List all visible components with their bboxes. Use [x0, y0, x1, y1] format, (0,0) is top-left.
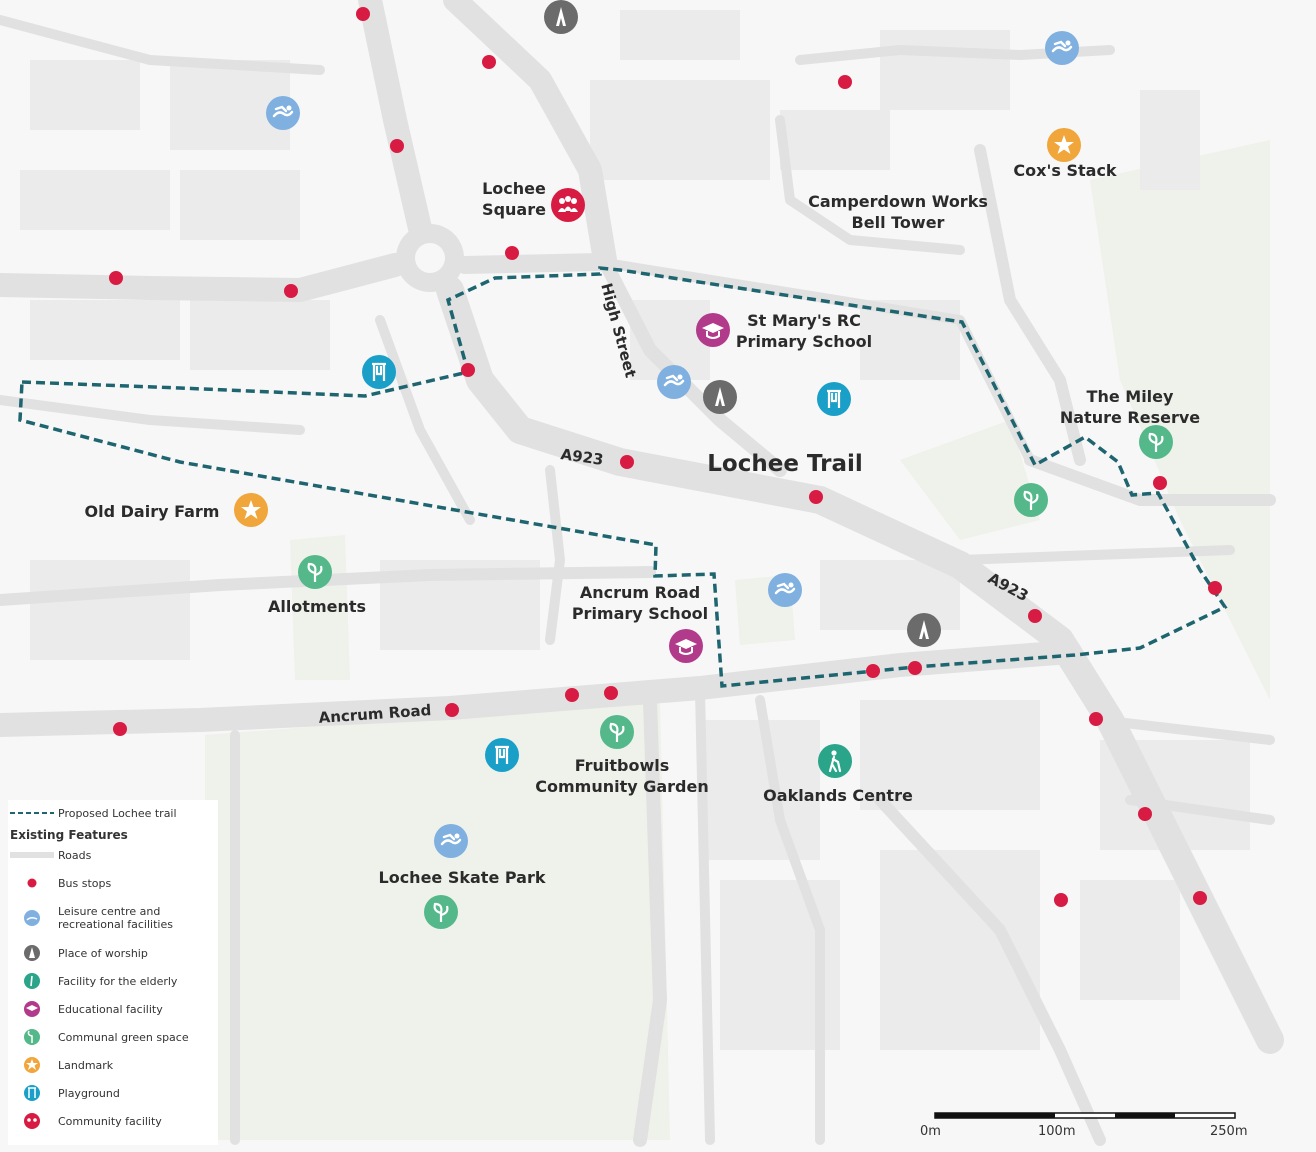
bus-stop[interactable]: [908, 661, 922, 675]
label-coxs-stack: Cox's Stack: [1013, 161, 1117, 180]
landmark-icon[interactable]: [1047, 128, 1081, 162]
proposed-trail: [18, 266, 1228, 688]
bus-stop[interactable]: [1153, 476, 1167, 490]
scale-bar: 0m 100m 250m: [920, 1110, 1247, 1150]
bus-stop[interactable]: [109, 271, 123, 285]
bus-stop[interactable]: [838, 75, 852, 89]
green-space-icon[interactable]: [600, 715, 634, 749]
elderly-icon[interactable]: [818, 744, 852, 778]
leisure-icon[interactable]: [266, 96, 300, 130]
bus-stop[interactable]: [1208, 581, 1222, 595]
leisure-icon[interactable]: [657, 365, 691, 399]
worship-icon[interactable]: [703, 380, 737, 414]
leisure-icon[interactable]: [768, 573, 802, 607]
bus-stop[interactable]: [1089, 712, 1103, 726]
bus-stop[interactable]: [445, 703, 459, 717]
scale-start: 0m: [920, 1124, 941, 1139]
bus-stop[interactable]: [113, 722, 127, 736]
scale-mid: 100m: [1038, 1124, 1076, 1139]
green-space-icon[interactable]: [298, 555, 332, 589]
bus-stop[interactable]: [1054, 893, 1068, 907]
bus-stop[interactable]: [1138, 807, 1152, 821]
legend-trail: Proposed Lochee trail: [10, 806, 177, 820]
legend-roads: Roads: [10, 848, 92, 862]
green-space-icon[interactable]: [1139, 425, 1173, 459]
legend-education: Educational facility: [8, 999, 163, 1019]
scale-end: 250m: [1210, 1124, 1248, 1139]
label-skate-park: Lochee Skate Park: [378, 868, 546, 887]
bus-stop[interactable]: [390, 139, 404, 153]
education-icon[interactable]: [669, 629, 703, 663]
bus-stop[interactable]: [620, 455, 634, 469]
bus-stop[interactable]: [505, 246, 519, 260]
playground-icon[interactable]: [817, 382, 851, 416]
education-icon[interactable]: [696, 313, 730, 347]
legend-elderly: Facility for the elderly: [8, 971, 177, 991]
legend-playground: Playground: [8, 1083, 120, 1103]
bus-stop[interactable]: [565, 688, 579, 702]
legend: Proposed Lochee trail Existing Features …: [8, 800, 218, 1145]
legend-green: Communal green space: [8, 1027, 189, 1047]
leisure-icon[interactable]: [434, 824, 468, 858]
bus-stop[interactable]: [284, 284, 298, 298]
playground-icon[interactable]: [362, 355, 396, 389]
label-old-dairy: Old Dairy Farm: [84, 502, 220, 521]
legend-landmark: Landmark: [8, 1055, 113, 1075]
bus-stop[interactable]: [356, 7, 370, 21]
legend-community: Community facility: [8, 1111, 162, 1131]
legend-heading: Existing Features: [10, 828, 128, 842]
bus-stop[interactable]: [461, 363, 475, 377]
legend-worship: Place of worship: [8, 943, 148, 963]
leisure-icon[interactable]: [1045, 31, 1079, 65]
worship-icon[interactable]: [907, 613, 941, 647]
bus-stop[interactable]: [1193, 891, 1207, 905]
bus-stop[interactable]: [809, 490, 823, 504]
community-icon[interactable]: [551, 188, 585, 222]
bus-stop[interactable]: [482, 55, 496, 69]
legend-bus-stops: Bus stops: [8, 873, 111, 893]
worship-icon[interactable]: [544, 0, 578, 34]
map-title: Lochee Trail: [707, 451, 863, 477]
bus-stop[interactable]: [1028, 609, 1042, 623]
bus-stop[interactable]: [866, 664, 880, 678]
label-allotments: Allotments: [267, 597, 367, 616]
green-space-icon[interactable]: [1014, 483, 1048, 517]
landmark-icon[interactable]: [234, 493, 268, 527]
playground-icon[interactable]: [485, 738, 519, 772]
green-space-icon[interactable]: [424, 895, 458, 929]
label-oaklands: Oaklands Centre: [763, 786, 913, 805]
bus-stop[interactable]: [604, 686, 618, 700]
